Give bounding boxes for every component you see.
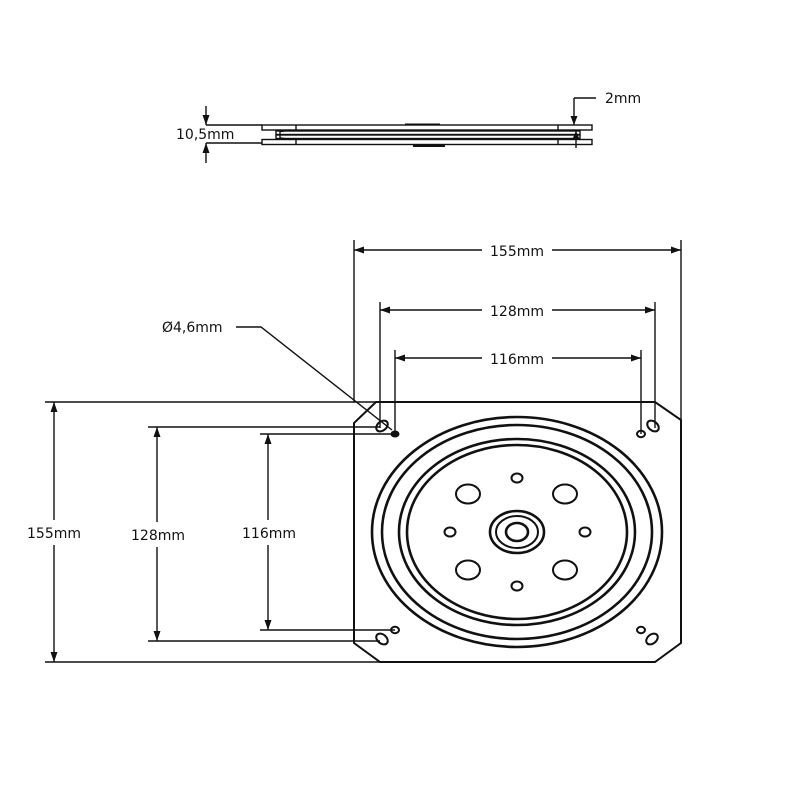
leader-line [236,326,393,431]
mounting-hole-bottom-left [375,625,400,646]
side-left-bend [279,129,291,141]
arrow-head [570,116,578,125]
small-hole [510,472,524,484]
small-hole [443,526,457,538]
hole-diameter-label: Ø4,6mm [162,320,223,336]
round-hole [636,429,646,439]
inner-ring [405,443,629,621]
hub-middle-ring [495,515,539,549]
slot-hole [375,419,389,433]
side-top-boss [405,123,440,125]
arrow-head [645,306,655,314]
width-128-label: 128mm [490,304,544,320]
round-hole-highlighted [390,430,400,438]
side-bottom-boss [413,144,445,147]
center-hole-pattern [443,472,592,592]
side-bottom-plate [261,138,593,146]
height-128-label: 128mm [131,528,185,544]
outer-ring [370,415,664,649]
arrow-head [572,131,580,139]
round-hole [390,625,400,635]
arrow-head [354,246,364,254]
arrow-head [395,354,405,362]
side-middle-plate-1 [275,130,581,136]
mounting-hole-top-left [375,419,400,438]
arrow-head [264,620,272,630]
slot-hole [646,419,660,433]
outer-ring-inner-edge [380,423,654,641]
arrow-head [264,434,272,444]
arrow-head [380,306,390,314]
thickness-label: 10,5mm [176,127,234,143]
small-hole [510,580,524,592]
arrow-head [202,115,210,125]
large-hole [455,483,481,505]
height-116-label: 116mm [242,526,296,542]
horizontal-dimensions: 155mm 128mm 116mm [353,240,682,434]
large-hole [552,483,578,505]
plate-outline [353,401,682,663]
gauge-label: 2mm [605,91,641,107]
arrow-head [153,427,161,437]
arrow-head [671,246,681,254]
arrow-head [153,631,161,641]
bearing-rings [370,415,664,649]
hole-callout: Ø4,6mm [162,320,393,431]
vertical-dimensions: 155mm 128mm 116mm [27,401,395,663]
middle-ring [397,437,637,627]
large-hole [455,559,481,581]
arrow-head [50,652,58,662]
mounting-hole-top-right [636,419,660,439]
arrow-head [202,143,210,153]
large-hole [552,559,578,581]
height-155-label: 155mm [27,526,81,542]
arrow-head [631,354,641,362]
hub-center-hole [504,521,530,543]
square-plate [353,401,682,663]
side-middle-plate-2 [275,134,581,140]
slot-hole [375,632,389,646]
mounting-hole-bottom-right [636,625,659,646]
width-155-label: 155mm [490,244,544,260]
side-top-plate [261,124,593,131]
hub-outer-ring [488,509,546,555]
slot-hole [645,632,659,646]
arrow-head [50,402,58,412]
side-view: 10,5mm 2mm [176,91,641,163]
small-hole [578,526,592,538]
round-hole [636,625,646,635]
width-116-label: 116mm [490,352,544,368]
